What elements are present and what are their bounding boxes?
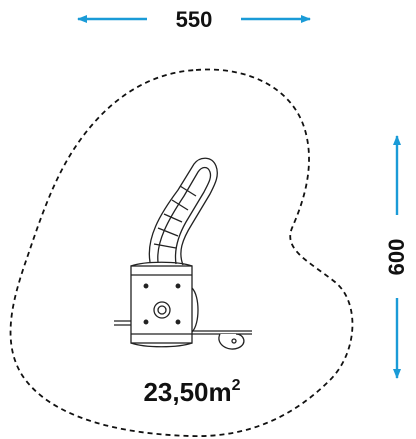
climbing-step [192,330,252,350]
tower-side-rail [114,320,131,326]
platform-tower [130,261,199,348]
area-label: 23,50m2 [143,377,240,407]
width-dimension: 550 [77,7,311,32]
play-equipment [114,157,252,350]
area-unit-superscript: 2 [232,377,241,394]
slide [148,157,218,266]
safety-zone-outline [9,68,354,437]
depth-dimension: 600 [384,135,409,379]
depth-label: 600 [384,239,409,276]
area-value: 23,50m [143,377,231,407]
width-label: 550 [176,7,213,32]
